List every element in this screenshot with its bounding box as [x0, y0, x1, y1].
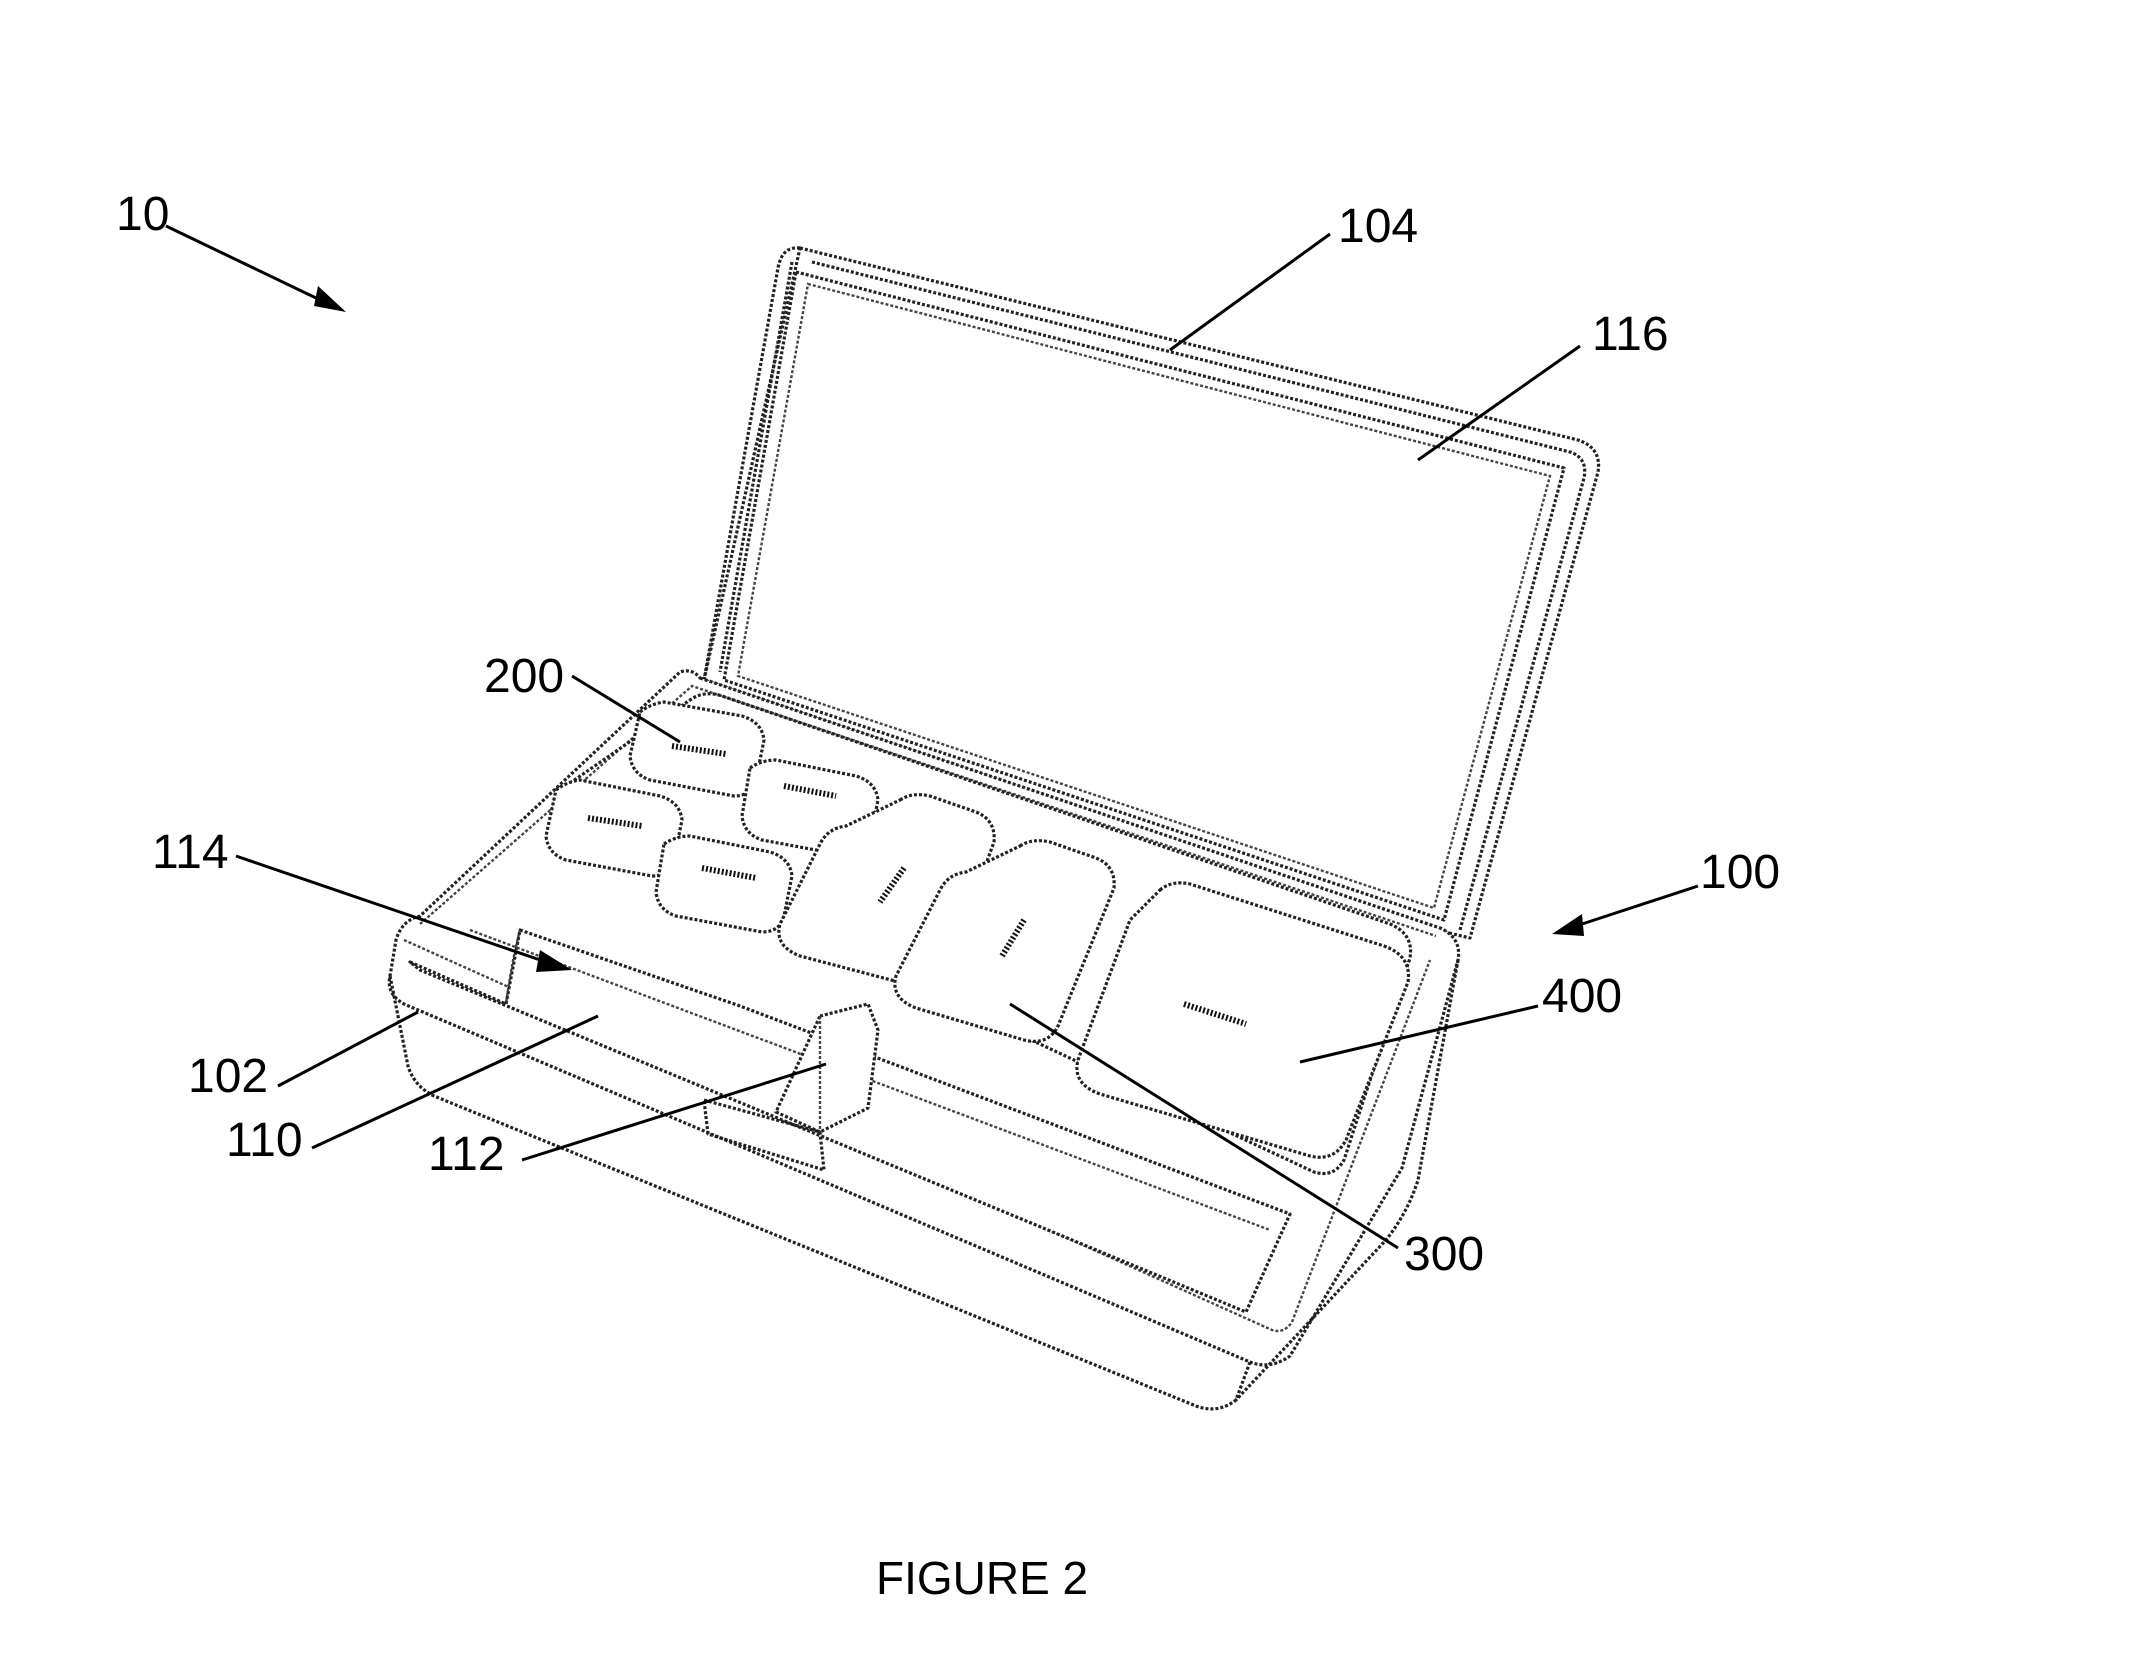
label-116: 116 — [1592, 308, 1669, 361]
leader-10 — [165, 224, 346, 312]
large-container — [1075, 881, 1411, 1159]
leader-110 — [311, 1014, 599, 1150]
label-400: 400 — [1542, 970, 1622, 1023]
small-container-4 — [654, 834, 794, 934]
leader-400 — [1299, 1004, 1539, 1064]
arrowhead-114 — [536, 950, 572, 972]
divider — [702, 1002, 880, 1172]
label-110: 110 — [226, 1114, 303, 1167]
leader-102 — [277, 1010, 419, 1088]
label-300: 300 — [1404, 1228, 1484, 1281]
figure-caption: FIGURE 2 — [876, 1552, 1088, 1604]
label-104: 104 — [1338, 200, 1418, 253]
label-100: 100 — [1700, 846, 1780, 899]
label-114: 114 — [152, 826, 229, 879]
label-10: 10 — [116, 188, 169, 241]
medium-container-2 — [893, 839, 1116, 1043]
leader-200 — [571, 674, 681, 744]
small-container-3 — [544, 778, 684, 878]
leader-300 — [1009, 1002, 1399, 1250]
leader-114 — [235, 854, 572, 972]
lid-panel — [722, 270, 1566, 922]
label-200: 200 — [484, 650, 564, 703]
leader-100 — [1552, 884, 1699, 936]
arrowhead-10 — [314, 286, 346, 312]
leader-112 — [521, 1062, 827, 1162]
leader-116 — [1417, 344, 1581, 462]
leader-104 — [1169, 232, 1331, 352]
label-112: 112 — [428, 1128, 505, 1181]
label-102: 102 — [188, 1050, 268, 1103]
arrowhead-100 — [1552, 914, 1584, 936]
